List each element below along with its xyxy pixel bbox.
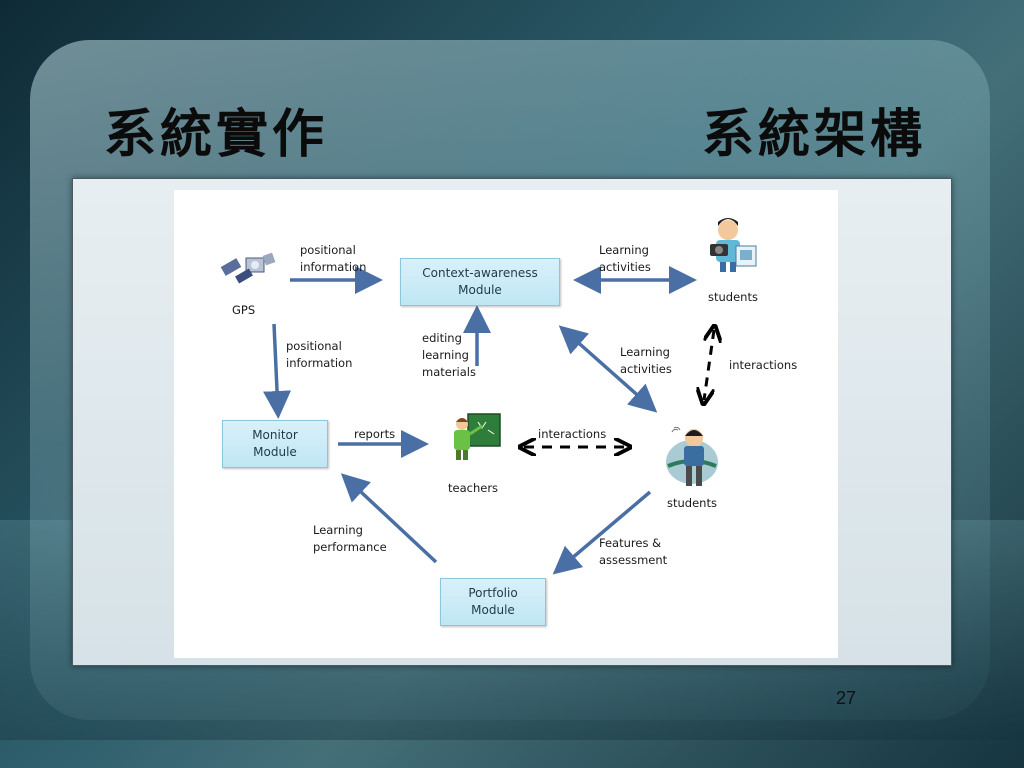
student-photographer-icon (710, 218, 757, 272)
context-module-line1: Context-awareness (422, 266, 538, 280)
slide-title-right: 系統架構 (702, 104, 927, 165)
edge-label-students-interactions: interactions (729, 358, 798, 372)
monitor-module-line1: Monitor (252, 428, 298, 442)
arrow-portfolio-to-monitor (340, 473, 438, 564)
arrow-gps-to-monitor (263, 323, 292, 419)
diagram-canvas (220, 218, 757, 575)
students-right-label: students (667, 496, 717, 510)
portfolio-module-line1: Portfolio (468, 586, 518, 600)
teachers-label: teachers (448, 481, 499, 495)
arrow-students-to-portfolio (552, 490, 652, 575)
edge-label-teacher-students-interactions: interactions (538, 427, 607, 441)
students-top-label: students (708, 290, 758, 304)
arrow-context-students-right (558, 325, 658, 413)
edge-label-features-assessment: Features &assessment (599, 536, 668, 567)
gps-label: GPS (232, 303, 256, 317)
portfolio-module-line2: Module (471, 603, 515, 617)
student-icon (666, 426, 718, 486)
context-module-line2: Module (458, 283, 502, 297)
page-number: 27 (836, 688, 857, 708)
satellite-icon (220, 252, 276, 284)
teacher-icon (454, 413, 501, 460)
slide-title-left: 系統實作 (104, 104, 329, 165)
monitor-module-line2: Module (253, 445, 297, 459)
dashed-arrow-students-interactions (704, 330, 714, 400)
edge-label-reports: reports (354, 427, 396, 441)
